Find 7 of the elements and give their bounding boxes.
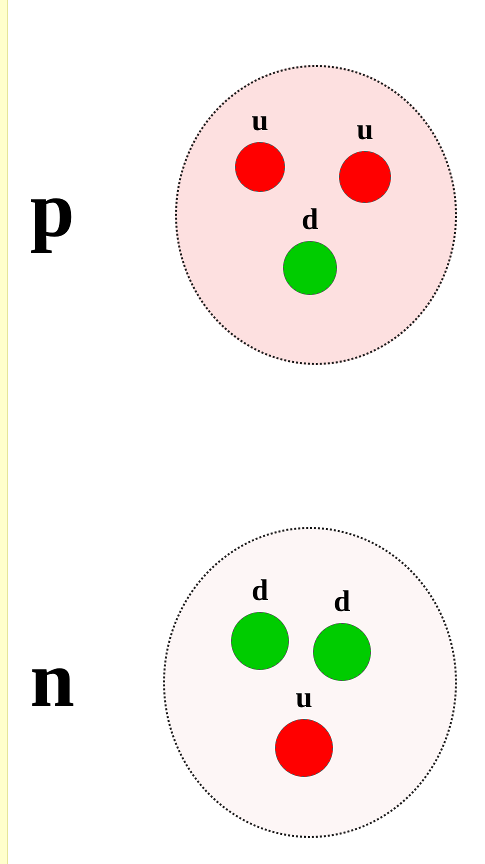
quark-label: d	[300, 205, 320, 235]
quark-label: d	[250, 576, 270, 606]
quark-label: u	[250, 106, 270, 136]
particle-symbol: n	[30, 640, 74, 720]
quark-label: u	[294, 683, 314, 713]
quark-label: d	[332, 587, 352, 617]
quark-label: u	[356, 115, 374, 145]
